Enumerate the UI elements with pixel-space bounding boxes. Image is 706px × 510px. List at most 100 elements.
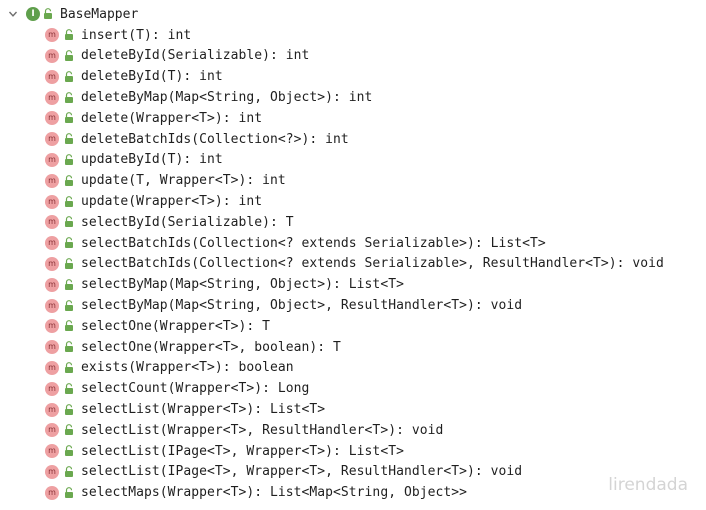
public-lock-icon [63,153,74,166]
public-lock-icon [63,361,74,374]
method-row[interactable]: m selectList(IPage<T>, Wrapper<T>, Result… [0,462,706,483]
method-signature: selectBatchIds(Collection<? extends Seri… [81,235,546,251]
method-signature: selectByMap(Map<String, Object>, ResultH… [81,298,523,314]
method-signature: selectBatchIds(Collection<? extends Seri… [81,256,664,272]
public-lock-icon [63,320,74,333]
public-lock-icon [42,8,53,21]
method-signature: updateById(T): int [81,152,223,168]
method-icon: m [45,236,59,251]
method-icon: m [45,423,59,438]
method-signature: exists(Wrapper<T>): boolean [81,360,294,376]
method-signature: deleteById(Serializable): int [81,48,310,64]
method-icon: m [45,485,59,500]
method-signature: selectMaps(Wrapper<T>): List<Map<String,… [81,485,467,501]
interface-icon: I [26,7,40,22]
tree-root-label: BaseMapper [60,6,139,22]
method-row[interactable]: m selectCount(Wrapper<T>): Long [0,378,706,399]
method-signature: update(T, Wrapper<T>): int [81,173,286,189]
method-row[interactable]: m selectBatchIds(Collection<? extends Ser… [0,233,706,254]
method-signature: selectList(IPage<T>, Wrapper<T>): List<T… [81,443,404,459]
public-lock-icon [63,112,74,125]
method-signature: selectList(Wrapper<T>, ResultHandler<T>)… [81,422,444,438]
method-icon: m [45,90,59,105]
method-icon: m [45,194,59,209]
public-lock-icon [63,29,74,42]
method-icon: m [45,402,59,417]
method-signature: selectCount(Wrapper<T>): Long [81,381,310,397]
public-lock-icon [63,216,74,229]
public-lock-icon [63,91,74,104]
method-row[interactable]: m selectByMap(Map<String, Object>, Result… [0,295,706,316]
structure-tree: I BaseMapper m insert(T): int m deleteById(… [0,4,706,503]
method-row[interactable]: m delete(Wrapper<T>): int [0,108,706,129]
method-icon: m [45,111,59,126]
method-row[interactable]: m selectList(IPage<T>, Wrapper<T>): List<… [0,441,706,462]
method-icon: m [45,132,59,147]
public-lock-icon [63,486,74,499]
method-icon: m [45,173,59,188]
public-lock-icon [63,382,74,395]
method-signature: deleteById(T): int [81,69,223,85]
public-lock-icon [63,257,74,270]
method-icon: m [45,256,59,271]
method-row[interactable]: m selectMaps(Wrapper<T>): List<Map<String… [0,482,706,503]
method-icon: m [45,319,59,334]
public-lock-icon [63,278,74,291]
method-signature: deleteByMap(Map<String, Object>): int [81,90,373,106]
public-lock-icon [63,133,74,146]
method-signature: delete(Wrapper<T>): int [81,110,263,126]
method-icon: m [45,69,59,84]
method-signature: selectList(IPage<T>, Wrapper<T>, ResultH… [81,464,523,480]
public-lock-icon [63,424,74,437]
method-icon: m [45,298,59,313]
method-signature: update(Wrapper<T>): int [81,194,263,210]
public-lock-icon [63,70,74,83]
public-lock-icon [63,465,74,478]
public-lock-icon [63,49,74,62]
method-icon: m [45,215,59,230]
method-icon: m [45,444,59,459]
method-row[interactable]: m deleteById(Serializable): int [0,46,706,67]
public-lock-icon [63,403,74,416]
method-signature: selectList(Wrapper<T>): List<T> [81,402,326,418]
method-row[interactable]: m deleteById(T): int [0,66,706,87]
method-row[interactable]: m deleteByMap(Map<String, Object>): int [0,87,706,108]
method-row[interactable]: m insert(T): int [0,25,706,46]
method-row[interactable]: m selectList(Wrapper<T>): List<T> [0,399,706,420]
method-row[interactable]: m update(T, Wrapper<T>): int [0,170,706,191]
method-row[interactable]: m deleteBatchIds(Collection<?>): int [0,129,706,150]
method-signature: selectOne(Wrapper<T>, boolean): T [81,339,341,355]
watermark: lirendada [608,475,688,495]
method-icon: m [45,360,59,375]
public-lock-icon [63,341,74,354]
method-signature: selectById(Serializable): T [81,214,294,230]
method-signature: selectByMap(Map<String, Object>): List<T… [81,277,404,293]
method-row[interactable]: m selectById(Serializable): T [0,212,706,233]
method-row[interactable]: m selectOne(Wrapper<T>, boolean): T [0,337,706,358]
method-list: m insert(T): int m deleteById(Serializable)… [0,25,706,503]
method-icon: m [45,464,59,479]
method-signature: selectOne(Wrapper<T>): T [81,318,271,334]
chevron-down-icon[interactable] [6,7,20,21]
method-icon: m [45,277,59,292]
method-row[interactable]: m selectBatchIds(Collection<? extends Ser… [0,254,706,275]
method-row[interactable]: m updateById(T): int [0,150,706,171]
method-signature: deleteBatchIds(Collection<?>): int [81,131,349,147]
method-row[interactable]: m update(Wrapper<T>): int [0,191,706,212]
method-icon: m [45,28,59,43]
method-icon: m [45,48,59,63]
public-lock-icon [63,445,74,458]
public-lock-icon [63,299,74,312]
method-signature: insert(T): int [81,27,192,43]
public-lock-icon [63,174,74,187]
method-row[interactable]: m selectOne(Wrapper<T>): T [0,316,706,337]
method-icon: m [45,381,59,396]
public-lock-icon [63,237,74,250]
method-icon: m [45,340,59,355]
method-icon: m [45,152,59,167]
method-row[interactable]: m exists(Wrapper<T>): boolean [0,358,706,379]
method-row[interactable]: m selectByMap(Map<String, Object>): List<… [0,274,706,295]
tree-root-row[interactable]: I BaseMapper [0,4,706,25]
method-row[interactable]: m selectList(Wrapper<T>, ResultHandler<T>… [0,420,706,441]
public-lock-icon [63,195,74,208]
